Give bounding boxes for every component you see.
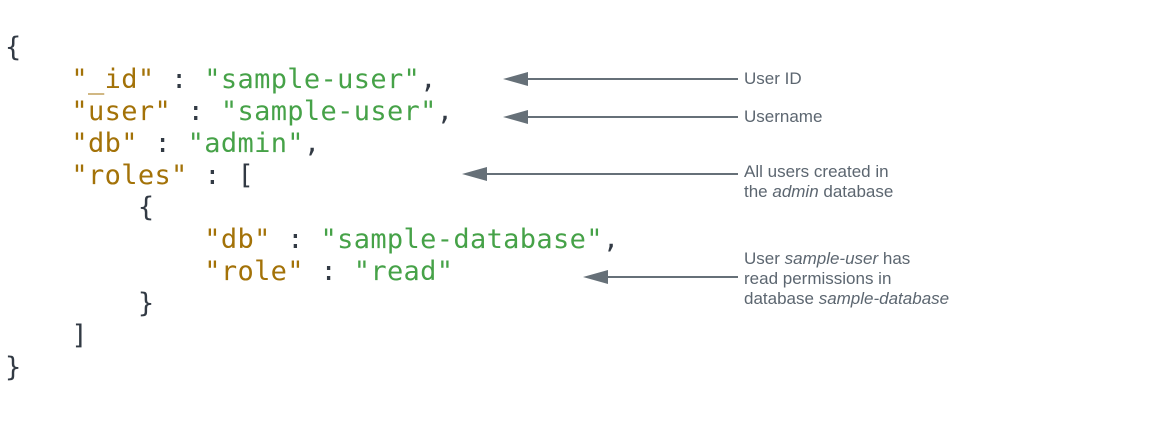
code-token-punctuation: : (154, 64, 205, 95)
arrow-shaft (601, 275, 738, 279)
code-token-punctuation: : [ (187, 160, 255, 191)
code-token-key: "role" (204, 256, 304, 287)
username-label: Username (744, 107, 823, 126)
arrow-shaft (521, 115, 738, 119)
code-line: ] (5, 320, 619, 352)
code-token-punctuation: , (602, 224, 620, 255)
code-token-key: "db" (71, 128, 138, 159)
arrow-left-icon (503, 110, 528, 124)
code-token-punctuation: , (436, 96, 454, 127)
code-token-string: "read" (353, 256, 454, 287)
arrow-shaft (480, 172, 738, 176)
code-token-punctuation (5, 128, 71, 159)
code-token-string: "sample-user" (204, 64, 421, 95)
code-token-key: "roles" (71, 160, 188, 191)
roles-array-label: All users created in the admin database (744, 162, 894, 201)
json-code-block: { "_id" : "sample-user", "user" : "sampl… (5, 32, 619, 384)
user-id-label: User ID (744, 69, 802, 88)
code-line: "roles" : [ (5, 160, 619, 192)
code-token-punctuation: : (137, 128, 188, 159)
code-token-punctuation (5, 96, 71, 127)
code-token-punctuation: : (303, 256, 354, 287)
code-token-punctuation: } (5, 352, 22, 383)
code-token-string: "sample-user" (220, 96, 437, 127)
code-token-punctuation: { (5, 192, 155, 223)
code-line: "db" : "admin", (5, 128, 619, 160)
code-token-string: "admin" (187, 128, 304, 159)
code-token-punctuation: : (270, 224, 321, 255)
arrow-left-icon (462, 167, 487, 181)
code-line: "db" : "sample-database", (5, 224, 619, 256)
code-token-punctuation (5, 160, 71, 191)
code-line: "user" : "sample-user", (5, 96, 619, 128)
code-token-key: "_id" (71, 64, 155, 95)
code-token-punctuation (5, 224, 204, 255)
code-token-punctuation: , (420, 64, 437, 95)
code-token-string: "sample-database" (320, 224, 603, 255)
code-line: } (5, 352, 619, 384)
arrow-shaft (521, 77, 738, 81)
username-arrow (503, 109, 738, 125)
code-token-punctuation: } (5, 288, 155, 319)
code-line: "_id" : "sample-user", (5, 64, 619, 96)
code-token-key: "db" (204, 224, 271, 255)
code-line: { (5, 32, 619, 64)
code-token-punctuation: { (5, 32, 22, 63)
read-permission-label: User sample-user has read permissions in… (744, 249, 950, 308)
read-permission-arrow (583, 269, 738, 285)
arrow-left-icon (503, 72, 528, 86)
code-token-punctuation: , (303, 128, 321, 159)
roles-array-arrow (462, 166, 738, 182)
arrow-left-icon (583, 270, 608, 284)
code-line: "role" : "read" (5, 256, 619, 288)
code-token-punctuation (5, 256, 204, 287)
code-token-punctuation: : (171, 96, 221, 127)
code-line: } (5, 288, 619, 320)
code-token-punctuation (5, 64, 71, 95)
code-token-punctuation: ] (5, 320, 89, 351)
code-token-key: "user" (71, 96, 172, 127)
user-id-arrow (503, 71, 738, 87)
code-line: { (5, 192, 619, 224)
